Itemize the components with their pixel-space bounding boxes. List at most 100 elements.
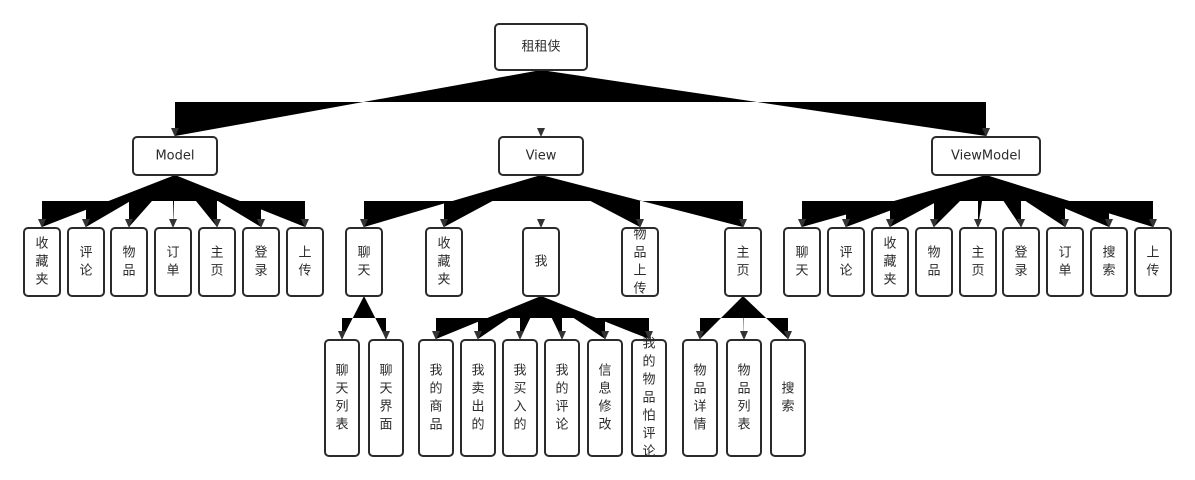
chat-connector (364, 296, 390, 340)
node-label-char: 列 (335, 400, 348, 415)
root-connector (171, 70, 541, 137)
level1-node-view: View (498, 136, 584, 176)
node-label-char: 详 (693, 400, 706, 415)
node-label-char: 的 (513, 417, 526, 433)
model-child-node: 上传 (286, 227, 324, 297)
node-label-char: 品 (693, 382, 706, 397)
view-child-node: 聊天 (345, 227, 383, 297)
viewmodel-connector (986, 175, 1157, 228)
node-label-char: 登 (254, 246, 267, 261)
viewmodel-child-node: 搜索 (1090, 227, 1128, 297)
level1-node-model: Model (132, 136, 218, 176)
node-label-char: ViewModel (951, 149, 1021, 164)
node-label-char: 天 (379, 382, 392, 397)
node-label-char: 改 (598, 418, 611, 433)
node-label-char: 品 (737, 382, 750, 397)
viewmodel-child-node: 主页 (959, 227, 997, 297)
node-label-char: 主 (971, 246, 984, 261)
node-label-char: 息 (598, 381, 611, 397)
node-label-char: 评 (555, 400, 568, 415)
node-label-char: 我 (429, 364, 442, 379)
node-label-char: 藏 (883, 255, 896, 270)
node-label-char: 传 (633, 282, 646, 297)
viewmodel-child-node: 物品 (915, 227, 953, 297)
model-connector (169, 175, 177, 228)
node-label-char: 传 (1146, 264, 1159, 279)
node-label-char: 品 (122, 264, 135, 279)
node-label-char: 天 (357, 264, 370, 279)
node-label-char: 夹 (35, 273, 48, 288)
node-label-char: 物 (642, 373, 655, 388)
model-connector (125, 175, 175, 228)
node-label-char: 主 (210, 246, 223, 261)
node-label-char: 上 (633, 264, 646, 279)
node-label-char: 的 (429, 381, 442, 397)
node-label-char: 我 (642, 337, 655, 352)
node-label-char: 上 (298, 246, 311, 261)
node-label-char: 论 (839, 264, 852, 279)
node-label-char: 订 (166, 246, 179, 261)
node-label-char: 录 (1014, 264, 1027, 279)
node-label-char: 主 (736, 246, 749, 261)
node-label-char: 买 (513, 382, 526, 397)
node-label-char: 聊 (379, 364, 392, 379)
node-label-char: 表 (335, 418, 348, 433)
node-label-char: 搜 (781, 382, 794, 397)
node-label-char: 的 (471, 417, 484, 433)
viewmodel-child-node: 订单 (1046, 227, 1084, 297)
node-label-char: 天 (335, 382, 348, 397)
node-label-char: 登 (1014, 246, 1027, 261)
node-label-char: 论 (642, 445, 655, 460)
node-label-char: 我 (513, 364, 526, 379)
node-label-char: 品 (927, 264, 940, 279)
node-label-char: 租租侠 (521, 40, 560, 55)
node-label-char: 藏 (35, 255, 48, 270)
model-child-node: 物品 (110, 227, 148, 297)
node-label-char: 聊 (357, 246, 370, 261)
node-label-char: 传 (298, 264, 311, 279)
node-label-char: Model (155, 149, 194, 164)
node-label-char: 页 (210, 264, 223, 279)
node-label-char: 页 (971, 264, 984, 279)
viewmodel-connector (974, 175, 986, 228)
me-connector (432, 296, 541, 340)
level1-node-viewmodel: ViewModel (931, 136, 1041, 176)
node-label-char: 单 (1058, 264, 1071, 279)
home-connector (743, 296, 792, 340)
home-connector (696, 296, 743, 340)
node-label-char: 情 (693, 418, 706, 433)
node-label-char: 我 (471, 364, 484, 379)
node-label-char: 的 (555, 381, 568, 397)
model-connector (175, 175, 309, 228)
node-label-char: 品 (642, 391, 655, 406)
view-child-node: 我 (522, 227, 560, 297)
root-node: 租租侠 (494, 23, 588, 71)
model-child-node: 收藏夹 (23, 227, 61, 297)
node-label-char: 我 (555, 364, 568, 379)
node-label-char: 索 (781, 400, 794, 415)
viewmodel-connector (930, 175, 986, 228)
node-label-char: 收 (35, 237, 48, 252)
node-label-char: 评 (839, 246, 852, 261)
node-label-char: 评 (642, 427, 655, 442)
node-label-char: 聊 (795, 246, 808, 261)
node-label-char: 评 (79, 246, 92, 261)
me-connector (541, 296, 653, 340)
view-child-node: 主页 (724, 227, 762, 297)
node-label-char: 修 (598, 400, 611, 415)
node-label-char: 收 (437, 237, 450, 252)
node-label-char: 品 (429, 418, 442, 433)
node-label-char: 收 (883, 237, 896, 252)
node-label-char: 页 (736, 264, 749, 279)
node-label-char: 信 (598, 364, 611, 379)
node-label-char: 录 (254, 264, 267, 279)
me-connector (474, 296, 541, 340)
